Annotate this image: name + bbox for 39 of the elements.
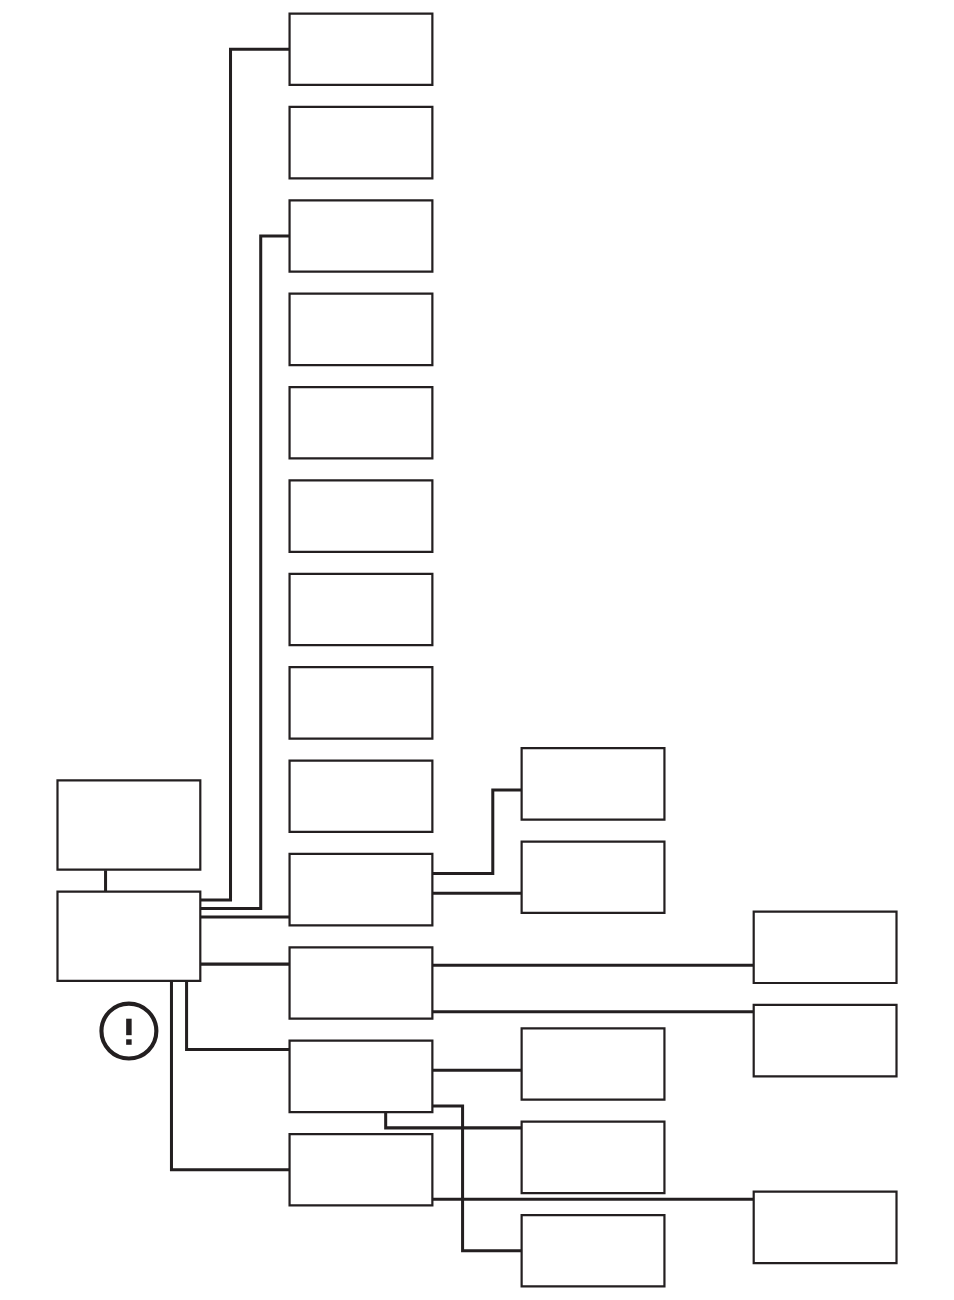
connector: [200, 47, 290, 902]
node-box: [288, 1039, 434, 1114]
node-box: [288, 759, 434, 834]
node-box: [288, 946, 434, 1020]
connector: [432, 1104, 522, 1253]
node-box: [288, 479, 434, 553]
connector: [432, 1068, 522, 1072]
node-box: [288, 666, 434, 740]
connector: [384, 1112, 522, 1130]
connector: [200, 234, 290, 910]
connector: [185, 981, 290, 1052]
connector: [200, 962, 290, 966]
node-box: [520, 1027, 666, 1101]
node-box: [520, 1213, 666, 1288]
node-box: [288, 385, 434, 460]
node-box: [288, 12, 434, 87]
connector: [169, 981, 290, 1172]
node-box: [520, 747, 666, 821]
connector: [432, 788, 522, 876]
connector: [432, 1010, 754, 1014]
node-box: [752, 1003, 898, 1078]
connector: [432, 1197, 754, 1201]
node-box: [288, 1132, 434, 1207]
node-box: [288, 105, 434, 180]
node-box: [288, 292, 434, 367]
node-picture: [99, 1001, 159, 1061]
node-box: [520, 1120, 666, 1195]
connector: [432, 963, 754, 967]
node-box: [520, 840, 666, 915]
connector: [432, 891, 522, 895]
node-box: [752, 1190, 898, 1265]
connector: [200, 915, 290, 919]
node-box: [56, 890, 202, 983]
node-box: [288, 572, 434, 647]
connector: [104, 870, 108, 892]
node-box: [288, 852, 434, 927]
node-box: [752, 910, 898, 985]
node-box: [56, 779, 202, 871]
node-box: [288, 199, 434, 273]
